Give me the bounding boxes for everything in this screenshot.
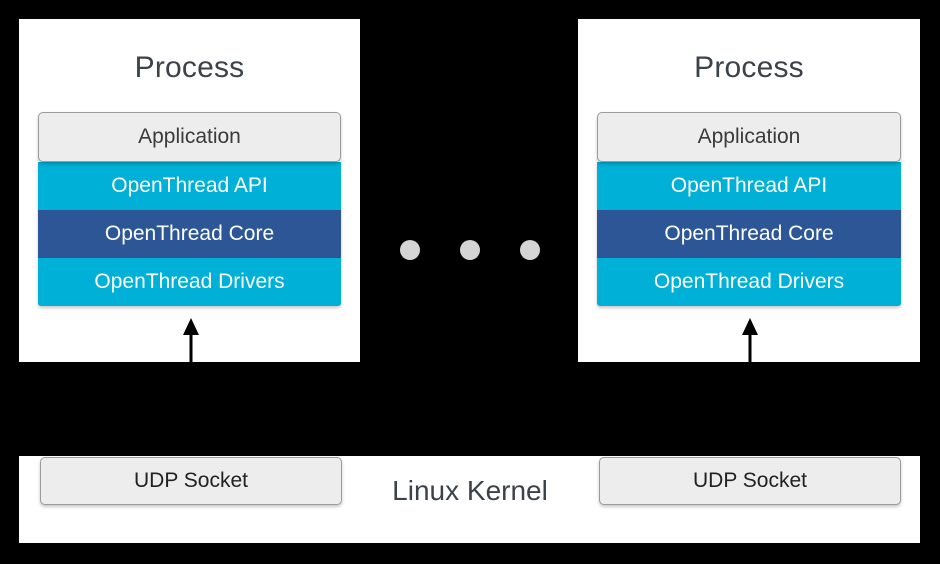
ellipsis-dot-icon-3 xyxy=(520,240,540,260)
layer-stack-left: Application OpenThread API OpenThread Co… xyxy=(38,112,341,306)
ellipsis-dot-icon-2 xyxy=(460,240,480,260)
layer-openthread-api-left: OpenThread API xyxy=(38,162,341,210)
layer-openthread-drivers-right: OpenThread Drivers xyxy=(597,258,901,306)
layer-openthread-core-right: OpenThread Core xyxy=(597,210,901,258)
layer-stack-right: Application OpenThread API OpenThread Co… xyxy=(597,112,901,306)
process-title-left: Process xyxy=(134,51,245,84)
layer-application-right: Application xyxy=(597,112,901,162)
layer-openthread-api-right: OpenThread API xyxy=(597,162,901,210)
arrow-up-icon-left xyxy=(183,318,199,364)
ellipsis-dot-icon-1 xyxy=(400,240,420,260)
layer-openthread-drivers-left: OpenThread Drivers xyxy=(38,258,341,306)
process-panel-left: Process Application OpenThread API OpenT… xyxy=(19,19,360,362)
kernel-panel: UDP Socket Linux Kernel UDP Socket xyxy=(19,456,920,543)
ellipsis-dots xyxy=(400,240,540,260)
arrow-up-icon-right xyxy=(742,318,758,364)
layer-application-left: Application xyxy=(38,112,341,162)
kernel-title: Linux Kernel xyxy=(392,475,548,506)
process-panel-right: Process Application OpenThread API OpenT… xyxy=(578,19,920,362)
udp-socket-left: UDP Socket xyxy=(40,457,342,505)
layer-openthread-core-left: OpenThread Core xyxy=(38,210,341,258)
udp-socket-right: UDP Socket xyxy=(599,457,901,505)
process-title-right: Process xyxy=(694,51,804,84)
